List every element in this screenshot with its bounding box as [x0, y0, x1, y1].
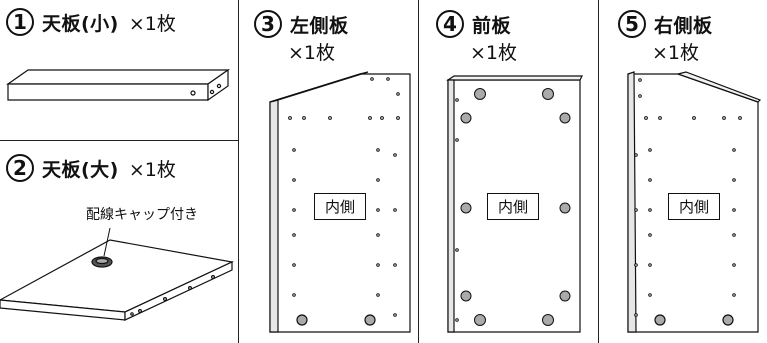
divider-left-horizontal [0, 140, 238, 141]
part-3-name: 左側板 [290, 14, 349, 37]
part-3-header: 3 左側板 [254, 10, 349, 38]
wiring-cap-note: 配線キャップ付き [86, 207, 198, 223]
divider-1 [238, 0, 239, 343]
divider-2 [418, 0, 419, 343]
part-3-qty: ×1枚 [288, 42, 336, 64]
part-3-number: 3 [254, 10, 282, 38]
part-2-name: 天板(大) [42, 158, 119, 181]
part-2-qty: ×1枚 [128, 158, 176, 181]
part-4-number: 4 [436, 10, 464, 38]
part-5-inner-label: 内側 [668, 193, 721, 220]
divider-3 [598, 0, 599, 343]
part-4-name: 前板 [472, 14, 512, 37]
part-4-inner-label: 内側 [487, 193, 540, 220]
part-1-header: 1 天板(小) ×1枚 [6, 8, 176, 36]
large-top-board-drawing [0, 239, 234, 321]
part-5-header: 5 右側板 [618, 10, 713, 38]
part-2-number: 2 [6, 154, 34, 182]
part-1-name: 天板(小) [42, 12, 119, 35]
part-4-header: 4 前板 [436, 10, 511, 38]
part-2-header: 2 天板(大) ×1枚 [6, 154, 176, 182]
part-3-inner-label: 内側 [314, 193, 367, 220]
part-1-number: 1 [6, 8, 34, 36]
part-5-qty: ×1枚 [652, 42, 700, 64]
small-top-board-drawing [6, 68, 230, 102]
part-5-number: 5 [618, 10, 646, 38]
part-5-name: 右側板 [654, 14, 713, 37]
part-1-qty: ×1枚 [128, 12, 176, 35]
part-4-qty: ×1枚 [470, 42, 518, 64]
